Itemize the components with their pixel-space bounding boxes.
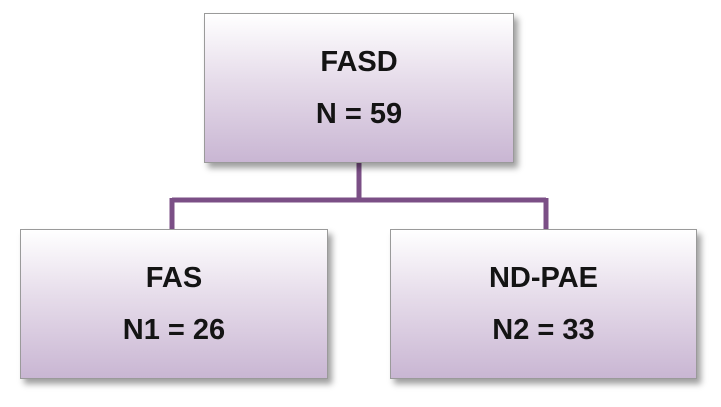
fasd-node: FASD N = 59: [204, 13, 514, 163]
nd-pae-title: ND-PAE: [488, 262, 599, 294]
fasd-count: N = 59: [315, 98, 403, 130]
fasd-title: FASD: [320, 46, 398, 78]
fas-count: N1 = 26: [122, 314, 226, 346]
nd-pae-count: N2 = 33: [492, 314, 595, 346]
fas-node: FAS N1 = 26: [20, 229, 328, 379]
fas-title: FAS: [145, 262, 203, 294]
nd-pae-node: ND-PAE N2 = 33: [390, 229, 697, 379]
